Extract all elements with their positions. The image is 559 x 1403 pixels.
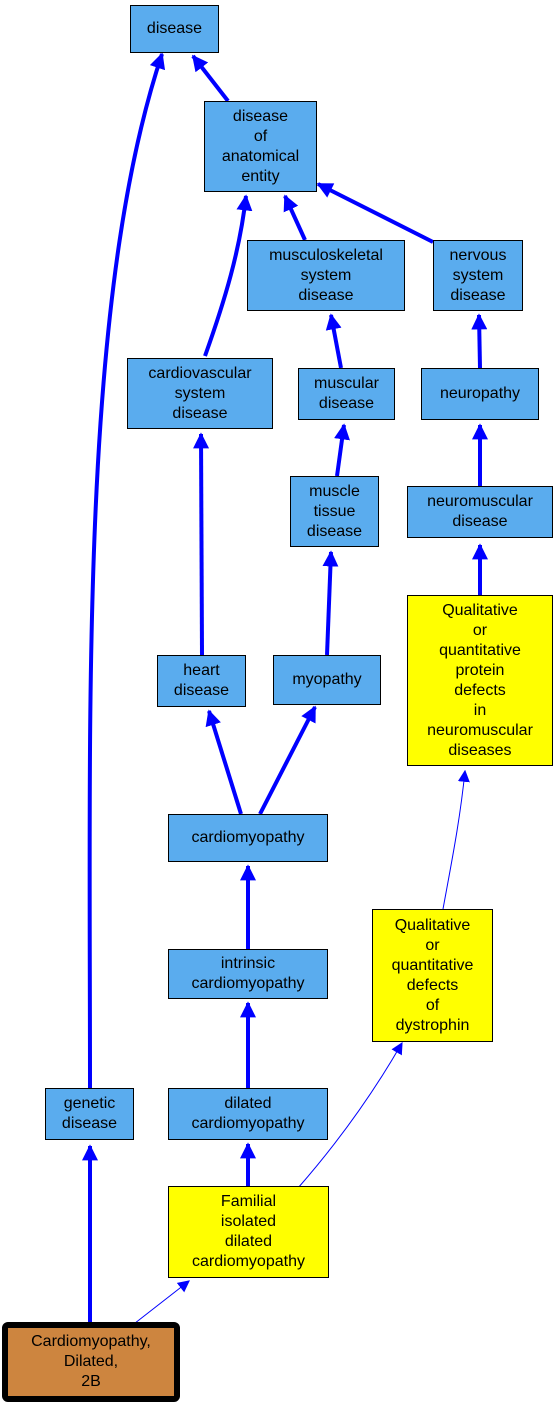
node-cardiovascular-system-disease[interactable]: cardiovascular system disease xyxy=(127,358,273,429)
node-neuromuscular-disease[interactable]: neuromuscular disease xyxy=(407,486,553,538)
edge-cardiomyopathy-to-myopathy xyxy=(258,705,317,815)
node-nervous-system-disease[interactable]: nervous system disease xyxy=(433,240,523,311)
edge-cardiovascular-to-anatomical xyxy=(203,194,253,357)
edge-familial-to-dystrophin xyxy=(297,1041,403,1189)
node-qualitative-protein-defects-neuromuscular[interactable]: Qualitative or quantitative protein defe… xyxy=(407,595,553,766)
node-muscle-tissue-disease[interactable]: muscle tissue disease xyxy=(290,476,379,547)
node-muscular-disease[interactable]: muscular disease xyxy=(298,368,395,420)
node-disease-of-anatomical-entity[interactable]: disease of anatomical entity xyxy=(204,101,317,192)
edge-genetic-to-disease xyxy=(87,52,166,1089)
edge-nervous-to-anatomical xyxy=(316,182,434,244)
edge-cardiomyopathy-to-heart xyxy=(205,709,243,815)
node-myopathy[interactable]: myopathy xyxy=(273,655,381,705)
edge-heart-to-cardiovascular xyxy=(193,432,210,656)
node-intrinsic-cardiomyopathy[interactable]: intrinsic cardiomyopathy xyxy=(168,949,328,999)
node-musculoskeletal-system-disease[interactable]: musculoskeletal system disease xyxy=(247,240,405,311)
node-heart-disease[interactable]: heart disease xyxy=(157,655,246,707)
node-neuropathy[interactable]: neuropathy xyxy=(421,368,539,420)
node-cardiomyopathy[interactable]: cardiomyopathy xyxy=(168,814,328,862)
edge-neuropathy-to-nervous xyxy=(471,313,488,369)
node-familial-isolated-dilated-cardiomyopathy[interactable]: Familial isolated dilated cardiomyopathy xyxy=(168,1186,329,1278)
edge-focus-to-familial xyxy=(129,1280,190,1328)
node-genetic-disease[interactable]: genetic disease xyxy=(45,1088,134,1140)
edge-anatomical-to-disease xyxy=(191,54,230,103)
node-disease[interactable]: disease xyxy=(130,5,219,53)
edge-musculoskeletal-to-anatomical xyxy=(283,194,307,241)
node-cardiomyopathy-dilated-2b[interactable]: Cardiomyopathy, Dilated, 2B xyxy=(2,1322,180,1402)
edge-myopathy-to-muscletissue xyxy=(322,550,339,656)
node-qualitative-defects-dystrophin[interactable]: Qualitative or quantitative defects of d… xyxy=(372,909,493,1042)
edge-dystrophin-to-qualprotein xyxy=(442,769,470,910)
node-dilated-cardiomyopathy[interactable]: dilated cardiomyopathy xyxy=(168,1088,328,1140)
edge-muscular-to-musculoskeletal xyxy=(325,313,343,369)
edge-muscletissue-to-muscular xyxy=(334,423,350,477)
